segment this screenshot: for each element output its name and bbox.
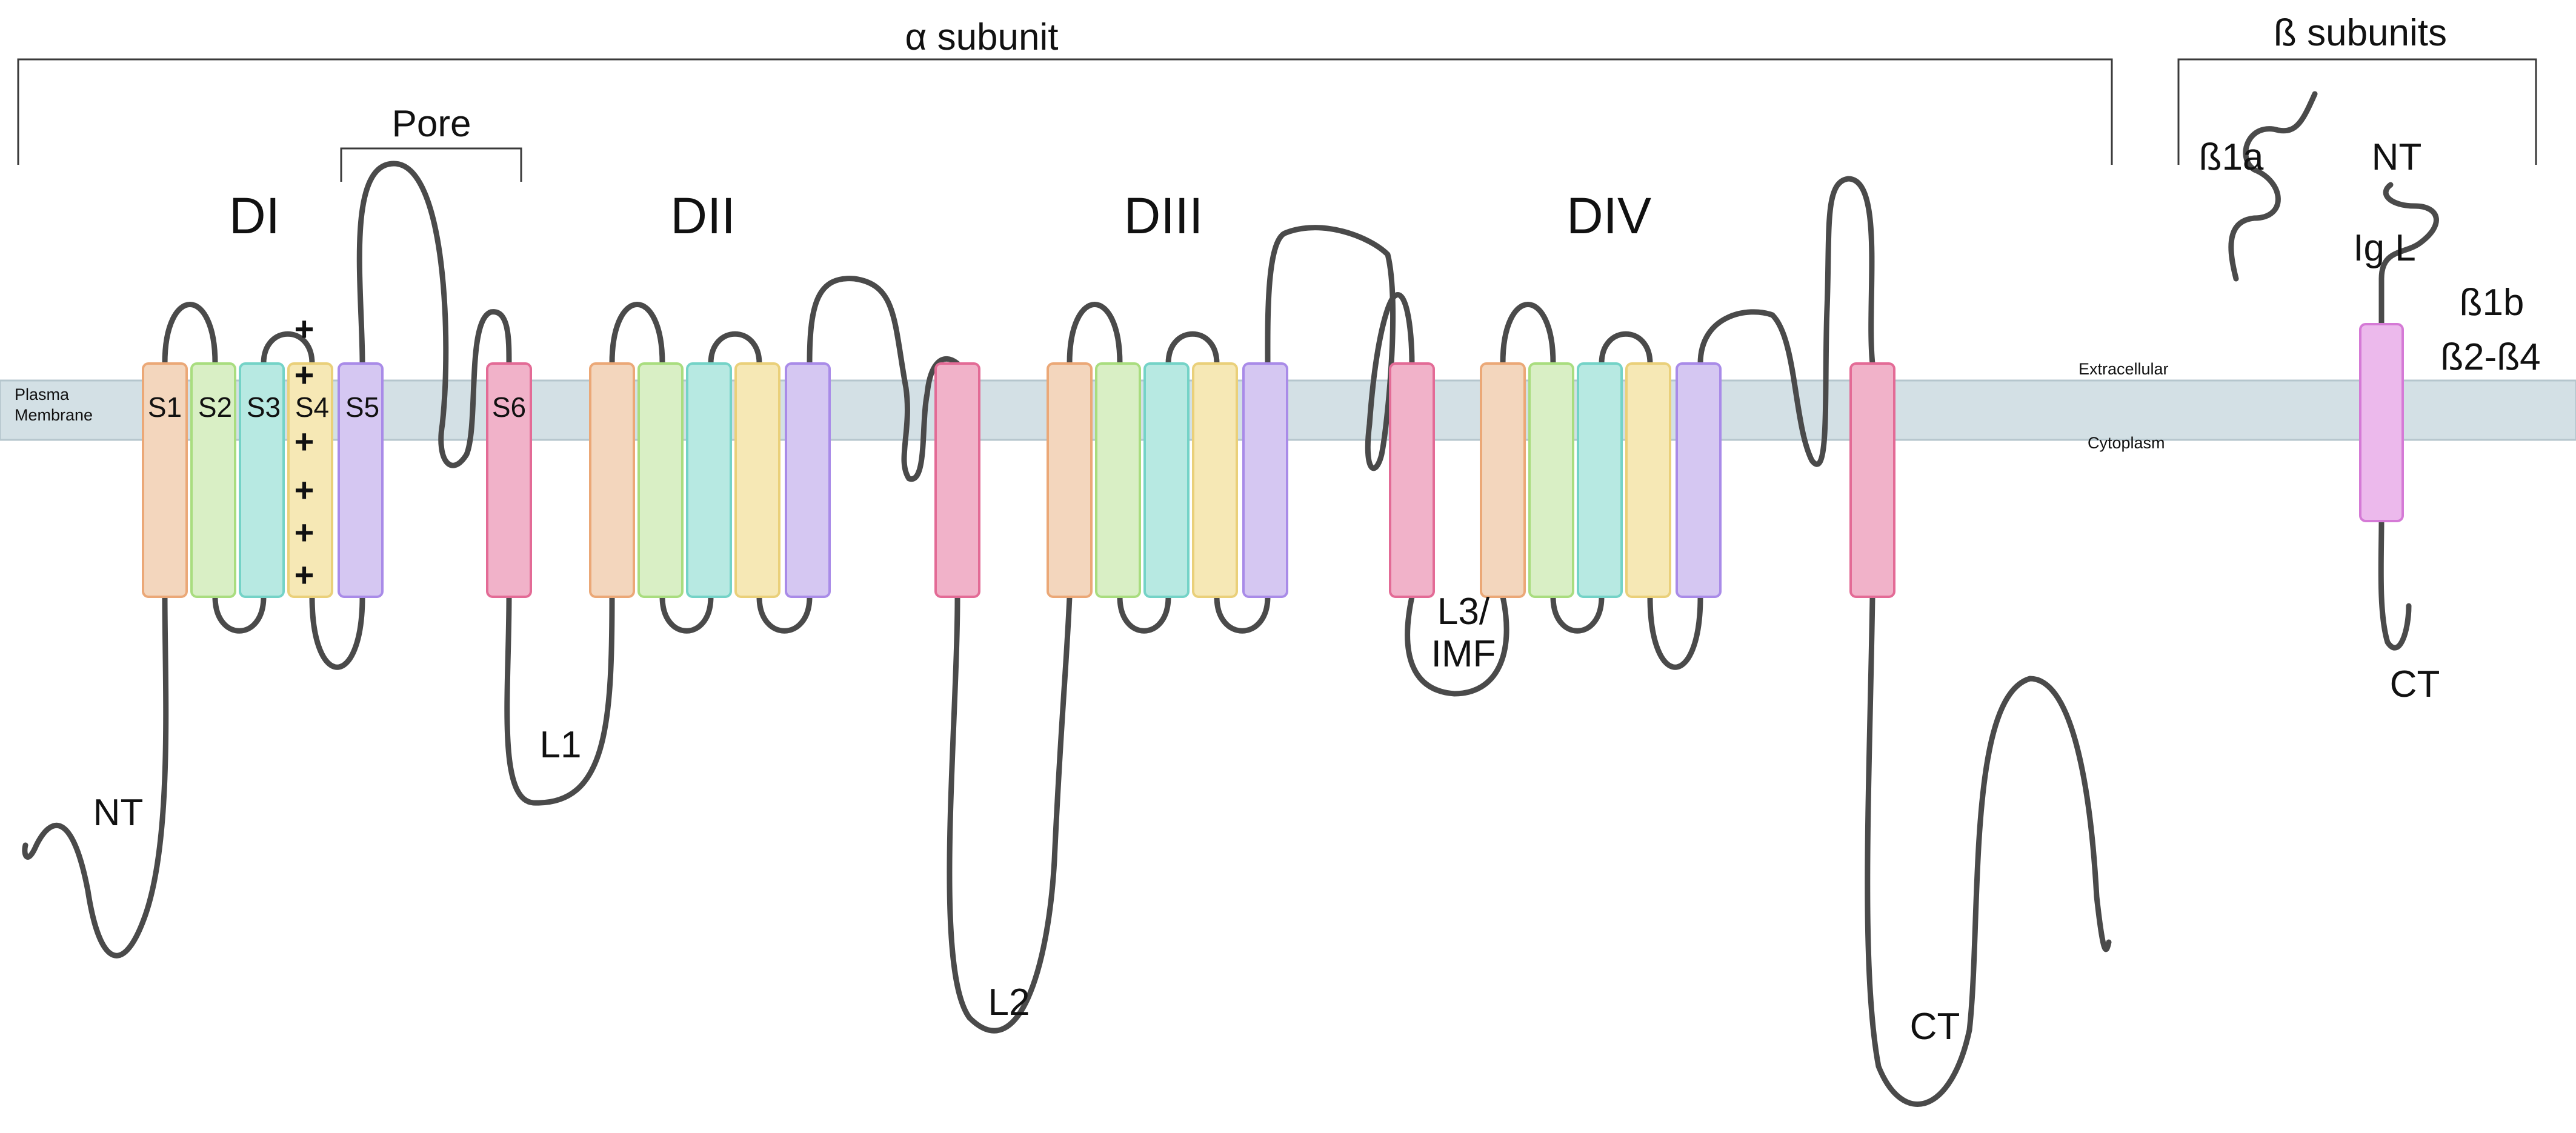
alpha-chain [22, 161, 2112, 1107]
alpha-subunit-label: α subunit [905, 16, 1059, 58]
segment-label-s4: S4 [295, 391, 329, 423]
diii-s4-segment [1192, 362, 1238, 598]
div-s5-segment [1676, 362, 1722, 598]
l1-loop [504, 594, 615, 806]
diii-s3-s4-loop [1165, 331, 1220, 367]
div-s2-segment [1528, 362, 1574, 598]
beta1a-label: ß1a [2199, 136, 2264, 178]
diii-pore-loop [1265, 225, 1415, 471]
beta-subunits-label: ß subunits [2274, 12, 2447, 54]
div-s2-s3-loop [1550, 594, 1605, 634]
domain-diii-label: DIII [1124, 187, 1203, 244]
di-s3-s4-loop [261, 331, 315, 367]
di-s2-segment [190, 362, 236, 598]
ct-beta-label: CT [2390, 663, 2440, 705]
beta1a-chain [2228, 91, 2318, 282]
domain-dii-label: DII [670, 187, 735, 244]
charge-5: + [295, 513, 315, 551]
diii-s5-segment [1242, 362, 1288, 598]
di-s6-segment [486, 362, 532, 598]
segment-label-s6: S6 [492, 391, 526, 423]
ig-loop-label: Ig L [2353, 227, 2415, 269]
dii-s3-s4-loop [708, 331, 762, 367]
beta-transmembrane-segment [2359, 323, 2404, 522]
dii-s6-segment [934, 362, 980, 598]
transmembrane-segments [142, 323, 2404, 598]
di-s3-segment [239, 362, 285, 598]
dii-s2-segment [637, 362, 684, 598]
plasma-membrane-label-line1: Plasma [15, 385, 70, 404]
l2-label: L2 [988, 982, 1030, 1023]
beta-chains [2228, 91, 2439, 651]
div-pore-loop [1697, 176, 1875, 467]
beta1b-label: ß1b [2460, 282, 2524, 324]
diii-s1-segment [1047, 362, 1093, 598]
di-pore-loop [356, 161, 512, 468]
nt-beta-label: NT [2372, 136, 2422, 178]
segment-label-s5: S5 [345, 391, 379, 423]
charge-4: + [295, 471, 315, 509]
nt-alpha-tail [22, 594, 169, 959]
l3-imf-label-line1: L3/ [1437, 591, 1490, 633]
diii-s4-s5-loop [1214, 594, 1271, 634]
beta-ig-loop [2378, 182, 2439, 327]
s4-charges: + + + + + + [295, 310, 315, 594]
dii-s4-segment [734, 362, 780, 598]
di-s2-s3-loop [212, 594, 267, 634]
diii-s1-s2-loop [1067, 302, 1123, 367]
diii-s6-segment [1389, 362, 1435, 598]
segment-label-s2: S2 [198, 391, 232, 423]
charge-1: + [295, 310, 315, 348]
cytoplasm-label: Cytoplasm [2088, 434, 2165, 452]
alpha-subunit-bracket [17, 58, 2113, 165]
charge-3: + [295, 422, 315, 460]
di-s4-segment [287, 362, 333, 598]
plasma-membrane-label-line2: Membrane [15, 406, 93, 424]
l2-loop [947, 594, 1073, 1034]
div-s6-segment [1849, 362, 1895, 598]
l1-label: L1 [540, 724, 582, 766]
diii-s2-s3-loop [1117, 594, 1171, 634]
segment-label-s3: S3 [247, 391, 281, 423]
ct-alpha-tail [1865, 594, 2112, 1107]
div-s4-s5-loop [1647, 594, 1703, 670]
charge-2: + [295, 356, 315, 394]
beta-subunits-bracket [2177, 58, 2537, 165]
l3-imf-label-line2: IMF [1431, 633, 1496, 675]
div-s1-segment [1480, 362, 1526, 598]
div-s1-s2-loop [1500, 302, 1556, 367]
dii-s4-s5-loop [756, 594, 813, 634]
diii-s3-segment [1143, 362, 1190, 598]
pore-label: Pore [392, 103, 471, 145]
ct-alpha-label: CT [1910, 1006, 1960, 1048]
extracellular-label: Extracellular [2078, 360, 2169, 378]
segment-label-s1: S1 [148, 391, 182, 423]
di-s1-segment [142, 362, 188, 598]
dii-pore-loop [807, 276, 960, 482]
beta-ct-tail [2378, 518, 2412, 651]
di-s5-segment [338, 362, 384, 598]
dii-s1-segment [589, 362, 635, 598]
di-s4-s5-loop [309, 594, 365, 670]
domain-di-label: DI [229, 187, 280, 244]
nt-alpha-label: NT [93, 792, 144, 834]
charge-6: + [295, 556, 315, 594]
pore-bracket [340, 147, 522, 182]
div-s4-segment [1625, 362, 1671, 598]
dii-s2-s3-loop [659, 594, 714, 634]
domain-div-label: DIV [1566, 187, 1651, 244]
dii-s5-segment [785, 362, 831, 598]
dii-s3-segment [686, 362, 732, 598]
dii-s1-s2-loop [609, 302, 665, 367]
di-s1-s2-loop [162, 302, 218, 367]
div-s3-segment [1577, 362, 1623, 598]
beta2-beta4-label: ß2-ß4 [2440, 336, 2540, 378]
diii-s2-segment [1095, 362, 1141, 598]
l3-imf-loop [1405, 594, 1509, 697]
div-s3-s4-loop [1599, 331, 1653, 367]
